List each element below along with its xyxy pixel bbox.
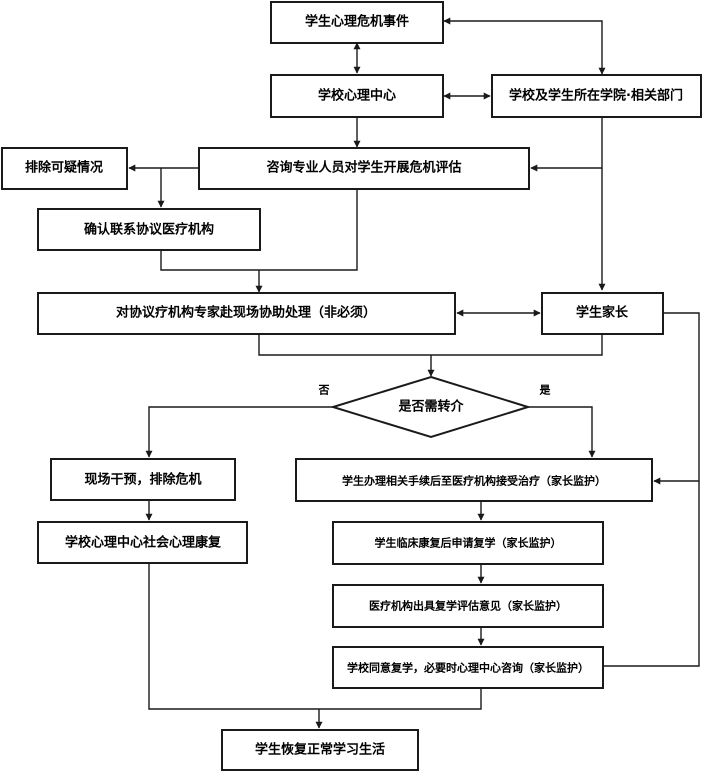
node-school-approval: 学校同意复学，必要时心理中心咨询（家长监护） <box>332 646 604 689</box>
line-rehab-merge <box>148 563 482 710</box>
node-label: 学生家长 <box>576 305 629 321</box>
node-assessment: 咨询专业人员对学生开展危机评估 <box>198 147 530 190</box>
node-label: 学生恢复正常学习生活 <box>255 742 385 758</box>
node-school-center: 学校心理中心 <box>270 74 444 118</box>
node-label: 是否需转介 <box>397 399 464 415</box>
branch-label-yes: 是 <box>539 384 552 397</box>
line-onsite-merge <box>258 334 603 356</box>
branch-label-no: 否 <box>318 384 330 397</box>
node-label: 学校心理中心 <box>318 88 396 104</box>
node-label: 学校同意复学，必要时心理中心咨询（家长监护） <box>347 661 589 675</box>
connectors <box>128 17 700 729</box>
node-rule-out: 排除可疑情况 <box>1 147 128 190</box>
arrow-parents-hospital <box>653 312 700 485</box>
node-label: 排除可疑情况 <box>25 160 103 176</box>
node-crisis-event: 学生心理危机事件 <box>270 1 444 44</box>
node-label: 学校及学生所在学院·相关部门 <box>509 88 683 104</box>
arrow-decision-no <box>145 406 333 458</box>
node-parents: 学生家长 <box>541 292 664 335</box>
node-label: 医疗机构出具复学评估意见（家长监护） <box>369 599 567 613</box>
node-label: 学生临床康复后申请复学（家长监护） <box>375 536 562 550</box>
node-label: 咨询专业人员对学生开展危机评估 <box>266 160 461 176</box>
node-onsite-experts: 对协议疗机构专家赴现场协助处理（非必须） <box>37 292 456 335</box>
node-school-rehab: 学校心理中心社会心理康复 <box>37 521 248 564</box>
arrow-decision-yes <box>528 406 596 458</box>
arrow-departments-assessment <box>530 117 603 172</box>
node-label: 现场干预，排除危机 <box>84 472 201 488</box>
node-label: 确认联系协议医疗机构 <box>84 222 214 238</box>
node-school-departments: 学校及学生所在学院·相关部门 <box>491 74 702 118</box>
node-apply-return: 学生临床康复后申请复学（家长监护） <box>332 521 604 565</box>
node-label: 学校心理中心社会心理康复 <box>65 535 222 551</box>
node-resume-life: 学生恢复正常学习生活 <box>221 729 419 771</box>
node-medical-opinion: 医疗机构出具复学评估意见（家长监护） <box>332 584 604 628</box>
arrow-event-departments <box>443 17 606 75</box>
node-onsite-intervention: 现场干预，排除危机 <box>50 458 236 501</box>
node-label: 学生心理危机事件 <box>305 14 409 30</box>
node-confirm-institution: 确认联系协议医疗机构 <box>37 208 261 251</box>
node-hospital-treatment: 学生办理相关手续后至医疗机构接受治疗（家长监护） <box>295 458 653 502</box>
line-loop-approval <box>604 481 700 667</box>
node-label: 对协议疗机构专家赴现场协助处理（非必须） <box>116 305 376 321</box>
node-label: 学生办理相关手续后至医疗机构接受治疗（家长监护） <box>342 474 606 488</box>
node-referral-decision: 是否需转介 <box>329 375 532 439</box>
